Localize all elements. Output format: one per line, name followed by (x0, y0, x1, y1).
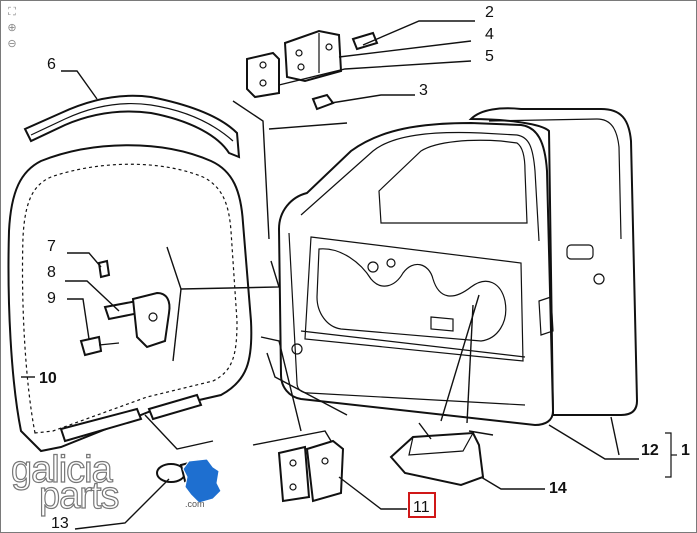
galiciaparts-watermark: galicia parts .com (10, 448, 222, 518)
watermark-domain: .com (185, 499, 205, 509)
door-weatherstrip (7, 144, 253, 453)
projection-lines (144, 100, 494, 450)
rear-door-outline (468, 107, 639, 416)
callout-14[interactable]: 14 (549, 480, 567, 497)
zoom-in-icon[interactable]: ⊕ (7, 22, 17, 34)
callout-5[interactable]: 5 (485, 48, 494, 65)
window-seal-strip (23, 94, 241, 159)
callout-8[interactable]: 8 (47, 264, 56, 281)
fullscreen-icon[interactable]: ⛶ (8, 6, 16, 18)
door-check-strap (79, 259, 171, 357)
trim-cover (389, 431, 485, 487)
callout-11[interactable]: 11 (413, 499, 430, 516)
galicia-map-icon (182, 458, 222, 504)
upper-hinge-assembly (246, 29, 379, 111)
callout-9[interactable]: 9 (47, 290, 56, 307)
callout-7[interactable]: 7 (47, 238, 56, 255)
watermark-line2: parts (38, 474, 120, 517)
zoom-toolbar: ⛶ ⊕ ⊖ (5, 5, 23, 53)
front-door-shell (277, 121, 555, 427)
callouts: 2 4 5 3 6 7 8 9 10 12 1 14 13 11 (39, 4, 690, 532)
callout-3[interactable]: 3 (419, 82, 428, 99)
zoom-out-icon[interactable]: ⊖ (7, 38, 17, 50)
callout-6[interactable]: 6 (47, 56, 56, 73)
callout-13[interactable]: 13 (51, 515, 69, 532)
callout-1[interactable]: 1 (681, 442, 690, 459)
callout-12[interactable]: 12 (641, 442, 659, 459)
callout-4[interactable]: 4 (485, 26, 494, 43)
lower-hinge (277, 439, 345, 503)
leader-lines (21, 20, 677, 530)
callout-2[interactable]: 2 (485, 4, 494, 21)
callout-11-highlight (408, 492, 436, 518)
watermark-line1: galicia (10, 448, 113, 491)
callout-10[interactable]: 10 (39, 370, 57, 387)
